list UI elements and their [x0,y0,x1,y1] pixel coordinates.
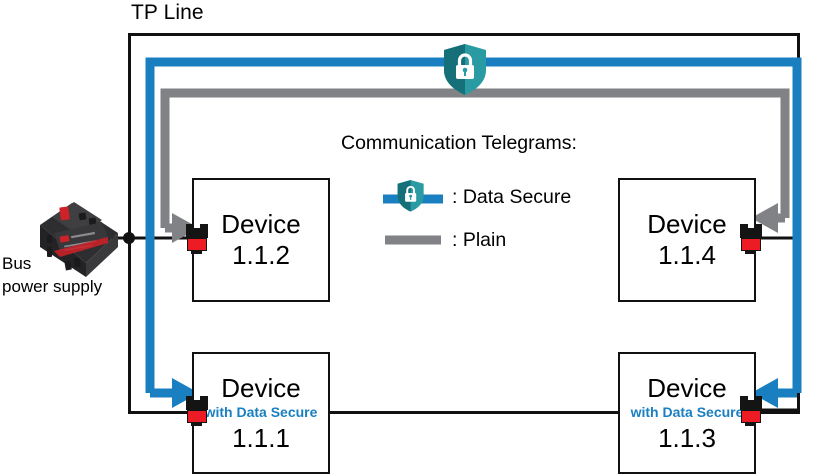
legend-item-data-secure-label: : Data Secure [452,186,572,208]
device-box-1-1-1[interactable]: Device with Data Secure 1.1.1 [192,352,330,474]
device-box-1-1-3[interactable]: Device with Data Secure 1.1.3 [618,352,756,474]
device-address: 1.1.3 [658,422,716,453]
legend-title: Communication Telegrams: [341,132,577,154]
bus-connector-1-1-1 [186,396,208,426]
legend-secure-swatch [383,180,443,212]
device-secure-subtitle: with Data Secure [204,403,318,420]
legend-item-plain-label: : Plain [452,229,507,251]
device-name: Device [221,209,301,239]
page-title: TP Line [131,1,204,24]
device-name: Device [647,372,727,403]
device-address: 1.1.2 [232,240,290,270]
device-secure-subtitle: with Data Secure [630,403,744,420]
device-address: 1.1.1 [232,422,290,453]
shield-lock-icon [444,44,486,95]
device-name: Device [647,209,727,239]
bus-connector-1-1-4 [740,224,762,254]
bus-supply-branch [112,232,200,244]
plain-telegram-path [160,88,790,243]
device-box-1-1-2[interactable]: Device 1.1.2 [192,178,330,302]
device-box-1-1-4[interactable]: Device 1.1.4 [618,178,756,302]
bus-power-supply-label-line2: power supply [2,277,103,296]
device-name: Device [221,372,301,403]
bus-connector-1-1-3 [740,396,762,426]
bus-power-supply-label: Bus power supply [2,252,102,298]
device-address: 1.1.4 [658,240,716,270]
din-rail-power-supply-icon [32,191,122,283]
bus-connector-1-1-2 [186,224,208,254]
bus-power-supply-label-line1: Bus [2,254,32,273]
